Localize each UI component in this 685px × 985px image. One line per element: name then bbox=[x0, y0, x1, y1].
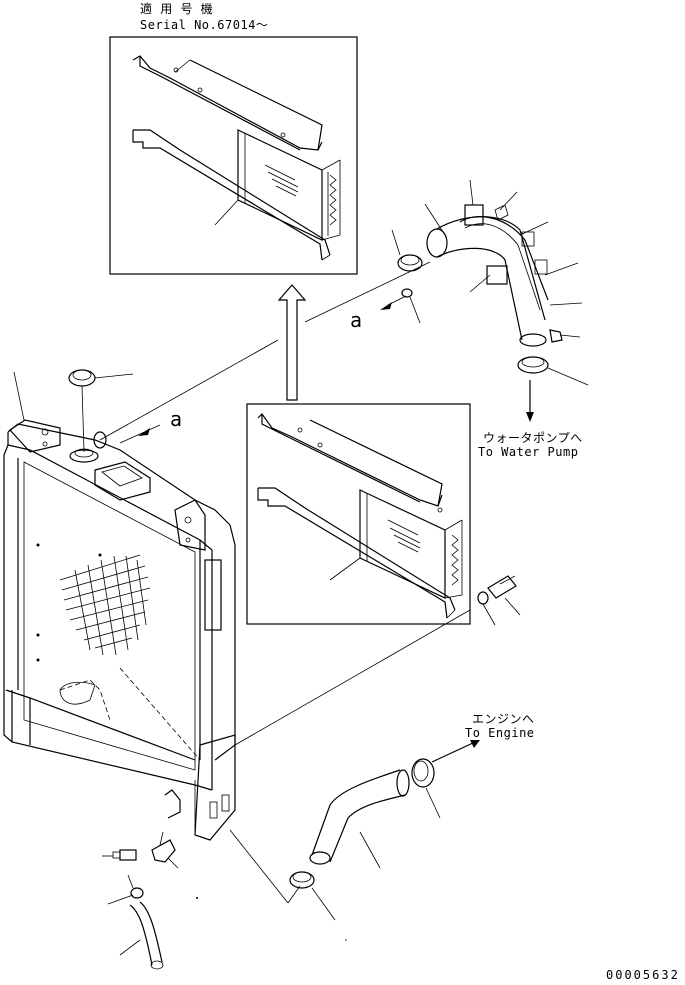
callout-a-left: a bbox=[170, 407, 183, 431]
inset-title-jp: 適 用 号 機 bbox=[140, 2, 214, 16]
inset-box-lower bbox=[246, 403, 471, 625]
hose-clamp-upper bbox=[391, 229, 423, 324]
core-grid bbox=[59, 554, 151, 656]
lower-hose bbox=[309, 769, 410, 869]
water-pump-label-en: To Water Pump bbox=[478, 445, 579, 459]
water-pump-label-jp: ウォータポンプへ bbox=[483, 431, 583, 445]
inset-box-top bbox=[109, 36, 358, 275]
hose-clamp-lower bbox=[229, 829, 347, 941]
inset-serial-number: Serial No.67014～ bbox=[140, 18, 269, 32]
drawing-number: 00005632 bbox=[606, 968, 680, 982]
drain-valve-parts bbox=[102, 831, 198, 970]
hose-clamp-engine bbox=[411, 740, 480, 819]
radiator-assembly bbox=[3, 419, 236, 841]
leader-radiator bbox=[13, 371, 25, 421]
leader-lines-a bbox=[99, 261, 431, 444]
hose-clamp-water-pump bbox=[517, 356, 589, 422]
upper-hose bbox=[424, 179, 583, 347]
arrow-up bbox=[277, 284, 307, 401]
engine-label-en: To Engine bbox=[465, 726, 535, 740]
bolt-washer bbox=[234, 575, 521, 746]
callout-a-right: a bbox=[350, 308, 363, 332]
radiator-cap bbox=[68, 369, 134, 453]
engine-label-jp: エンジンへ bbox=[472, 712, 535, 726]
